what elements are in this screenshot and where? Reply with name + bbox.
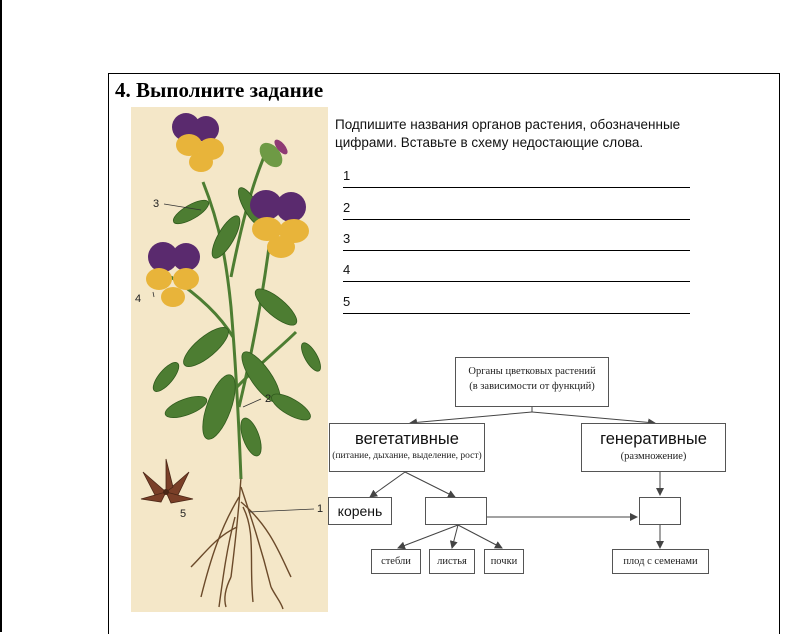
answer-number: 3 [343, 231, 351, 246]
seed-capsule [140, 458, 194, 504]
label-2: 2 [265, 393, 271, 405]
label-1: 1 [317, 503, 323, 515]
scheme-fruit-box: плод с семенами [612, 549, 709, 574]
plant-illustration: 1 2 3 4 5 [131, 107, 328, 612]
flower-left [146, 242, 200, 307]
left-edge-line [0, 0, 2, 632]
leader-lines [152, 203, 315, 513]
answer-number: 2 [343, 200, 351, 215]
task-title: 4. Выполните задание [115, 78, 324, 102]
flower-top [172, 113, 224, 172]
scheme-root-organ-box: корень [328, 497, 392, 525]
scheme-buds-box: почки [484, 549, 524, 574]
answer-number: 1 [343, 168, 351, 183]
task-instruction: Подпишите названия органов растения, обо… [335, 117, 681, 150]
answer-number: 4 [343, 262, 351, 277]
scheme-shoot-blank-box[interactable] [425, 497, 487, 525]
scheme-generative-note: (размножение) [620, 451, 687, 462]
label-4: 4 [135, 293, 141, 305]
scheme-root-line2: (в зависимости от функций) [469, 381, 595, 392]
scheme-vegetative-note: (питание, дыхание, выделение, рост) [332, 451, 482, 461]
leaves [152, 187, 321, 457]
answer-line-4[interactable]: 4 [343, 262, 690, 282]
answer-line-3[interactable]: 3 [343, 231, 690, 251]
root-system [190, 476, 292, 610]
scheme-root-line1: Органы цветковых растений [468, 366, 596, 377]
answer-number: 5 [343, 294, 351, 309]
scheme-leaves-box: листья [429, 549, 475, 574]
label-5: 5 [180, 508, 186, 520]
scheme-root-box: Органы цветковых растений (в зависимости… [455, 357, 609, 407]
scheme-flower-blank-box[interactable] [639, 497, 681, 525]
scheme-vegetative-title: вегетативные [355, 430, 459, 448]
scheme-generative-title: генеративные [600, 430, 707, 448]
label-3: 3 [153, 198, 159, 210]
answer-line-1[interactable]: 1 [343, 168, 690, 188]
scheme-stems-box: стебли [371, 549, 421, 574]
flower-right [250, 190, 309, 258]
scheme-vegetative-box: вегетативные (питание, дыхание, выделени… [329, 423, 485, 472]
answer-line-2[interactable]: 2 [343, 200, 690, 220]
scheme-generative-box: генеративные (размножение) [581, 423, 726, 472]
flower-bud [259, 139, 288, 168]
answer-line-5[interactable]: 5 [343, 294, 690, 314]
pansy-plant-drawing: 1 2 3 4 5 [135, 113, 323, 610]
